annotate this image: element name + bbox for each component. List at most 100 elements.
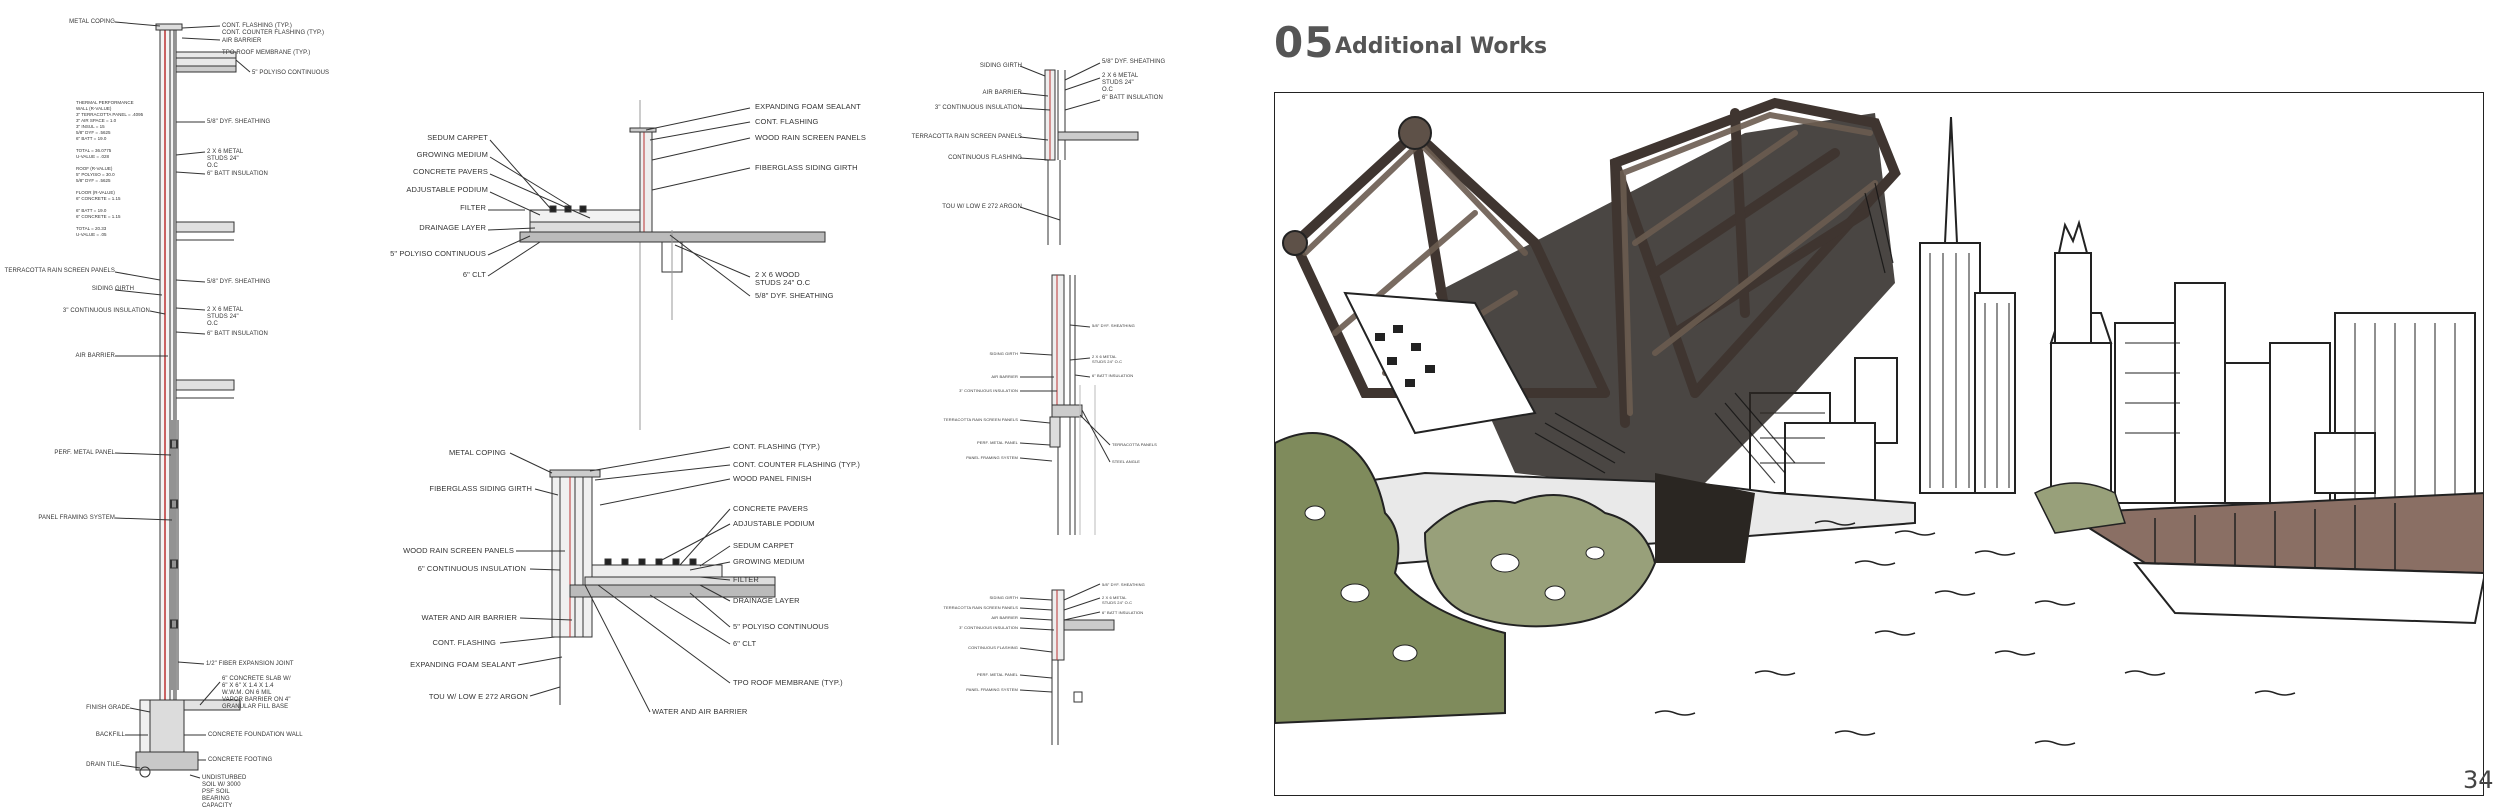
base-label-air-barrier: AIR BARRIER xyxy=(991,615,1018,620)
parapet-label-insulation: 6" CONTINUOUS INSULATION xyxy=(417,564,526,573)
parapet-label-polyiso: 5" POLYISO CONTINUOUS xyxy=(733,622,829,631)
window-head-linework xyxy=(1019,62,1139,245)
base-label-studs: 2 X 6 METAL STUDS 24" O.C xyxy=(1102,595,1133,605)
parapet-label-counter-flashing: CONT. COUNTER FLASHING (TYP.) xyxy=(733,460,860,469)
wall-label-batt-2: 6" BATT INSULATION xyxy=(207,331,268,337)
base-label-framing: PANEL FRAMING SYSTEM xyxy=(966,687,1018,692)
wall-label-concrete-slab: 6" CONCRETE SLAB W/ 6" X 6" X 1.4 X 1.4 … xyxy=(222,676,291,710)
wall-label-air-barrier-top: AIR BARRIER xyxy=(222,38,262,44)
parapet-label-wood-finish: WOOD PANEL FINISH xyxy=(733,474,812,483)
wall-label-perf-metal-panel: PERF. METAL PANEL xyxy=(54,450,115,456)
base-label-siding-girth: SIDING GIRTH xyxy=(989,595,1018,600)
sill-label-studs: 2 X 6 METAL STUDS 24" O.C xyxy=(1092,354,1123,364)
base-linework xyxy=(1019,583,1115,745)
window-head-detail: SIDING GIRTH AIR BARRIER 3" CONTINUOUS I… xyxy=(912,50,1220,250)
parapet-label-sedum: SEDUM CARPET xyxy=(733,541,794,550)
wall-label-finish-grade: FINISH GRADE xyxy=(86,705,130,711)
parapet-label-clt: 6" CLT xyxy=(733,639,757,648)
wall-label-air-barrier: AIR BARRIER xyxy=(75,353,115,359)
roof-label-filter: FILTER xyxy=(460,203,486,212)
parapet-label-water-barrier: WATER AND AIR BARRIER xyxy=(421,613,517,622)
wall-label-soil: UNDISTURBED SOIL W/ 3000 PSF SOIL BEARIN… xyxy=(202,775,247,809)
section-number: 05 xyxy=(1274,18,1335,67)
window-sill-detail: SIDING GIRTH AIR BARRIER 3" CONTINUOUS I… xyxy=(920,265,1220,555)
sill-label-steel-angle: STEEL ANGLE xyxy=(1112,459,1141,464)
base-label-terracotta: TERRACOTTA RAIN SCREEN PANELS xyxy=(943,605,1018,610)
base-label-perf-panel: PERF. METAL PANEL xyxy=(977,672,1018,677)
base-detail: SIDING GIRTH TERRACOTTA RAIN SCREEN PANE… xyxy=(940,560,1220,750)
head-label-sheathing: 5/8" DYF. SHEATHING xyxy=(1102,59,1166,65)
bridge-skyline-sketch xyxy=(1274,92,2484,796)
roof-label-fiberglass-girth: FIBERGLASS SIDING GIRTH xyxy=(755,163,858,172)
wall-label-backfill: BACKFILL xyxy=(95,732,125,738)
roof-edge-linework xyxy=(487,100,826,430)
parapet-label-filter: FILTER xyxy=(733,575,759,584)
wall-section-linework xyxy=(114,21,251,779)
roof-label-sedum: SEDUM CARPET xyxy=(427,133,488,142)
roof-label-wood-studs: 2 X 6 WOOD STUDS 24" O.C xyxy=(755,270,811,287)
parapet-label-wood-panels: WOOD RAIN SCREEN PANELS xyxy=(403,546,514,555)
base-label-insulation: 3" CONTINUOUS INSULATION xyxy=(959,625,1018,630)
roof-label-sheathing: 5/8" DYF. SHEATHING xyxy=(755,291,834,300)
head-label-siding-girth: SIDING GIRTH xyxy=(979,63,1022,69)
wall-label-continuous-insulation: 3" CONTINUOUS INSULATION xyxy=(62,308,150,314)
sill-label-siding-girth: SIDING GIRTH xyxy=(989,351,1018,356)
wall-label-studs-1: 2 X 6 METAL STUDS 24" O.C xyxy=(207,149,244,169)
roof-label-drainage: DRAINAGE LAYER xyxy=(419,223,486,232)
sill-label-framing: PANEL FRAMING SYSTEM xyxy=(966,455,1018,460)
wall-label-cont-flashing: CONT. FLASHING (TYP.) xyxy=(222,23,292,29)
head-label-studs: 2 X 6 METAL STUDS 24" O.C xyxy=(1102,73,1139,93)
roof-label-wood-panels: WOOD RAIN SCREEN PANELS xyxy=(755,133,866,142)
wall-label-tpo-membrane: TPO ROOF MEMBRANE (TYP.) xyxy=(222,50,311,56)
wall-label-drain-tile: DRAIN TILE xyxy=(86,762,120,768)
thermal-performance-notes: THERMAL PERFORMANCE WALL (R-VALUE) 3" TE… xyxy=(76,100,144,237)
parapet-label-coping: METAL COPING xyxy=(448,448,506,457)
wall-label-metal-coping: METAL COPING xyxy=(69,19,115,25)
wall-label-polyiso: 5" POLYISO CONTINUOUS xyxy=(252,70,330,76)
head-label-tou: TOU W/ LOW E 272 ARGON xyxy=(942,204,1022,210)
parapet-label-tou: TOU W/ LOW E 272 ARGON xyxy=(428,692,528,701)
wall-label-batt-1: 6" BATT INSULATION xyxy=(207,171,268,177)
parapet-label-podium: ADJUSTABLE PODIUM xyxy=(733,519,815,528)
parapet-label-growing-medium: GROWING MEDIUM xyxy=(733,557,805,566)
section-title: Additional Works xyxy=(1335,34,1548,59)
sill-label-batt: 6" BATT INSULATION xyxy=(1092,373,1134,378)
parapet-label-pavers: CONCRETE PAVERS xyxy=(733,504,808,513)
roof-label-polyiso: 5" POLYISO CONTINUOUS xyxy=(390,249,486,258)
wall-label-siding-girth: SIDING GIRTH xyxy=(91,286,134,292)
parapet-detail: METAL COPING FIBERGLASS SIDING GIRTH WOO… xyxy=(400,425,880,725)
sill-label-air-barrier: AIR BARRIER xyxy=(991,374,1018,379)
wall-label-studs-2: 2 X 6 METAL STUDS 24" O.C xyxy=(207,307,244,327)
parapet-linework xyxy=(499,446,776,713)
roof-edge-detail: SEDUM CARPET GROWING MEDIUM CONCRETE PAV… xyxy=(390,80,870,430)
wall-label-expansion-joint: 1/2" FIBER EXPANSION JOINT xyxy=(206,661,294,667)
head-label-insulation: 3" CONTINUOUS INSULATION xyxy=(934,105,1022,111)
sill-label-perf-panel: PERF. METAL PANEL xyxy=(977,440,1018,445)
base-label-batt: 6" BATT INSULATION xyxy=(1102,610,1144,615)
head-label-batt: 6" BATT INSULATION xyxy=(1102,95,1163,101)
parapet-label-foam-sealant: EXPANDING FOAM SEALANT xyxy=(410,660,516,669)
base-label-flashing: CONTINUOUS FLASHING xyxy=(968,645,1018,650)
wall-label-sheathing-1: 5/8" DYF. SHEATHING xyxy=(207,119,271,125)
sill-label-insulation: 3" CONTINUOUS INSULATION xyxy=(959,388,1018,393)
head-label-terracotta: TERRACOTTA RAIN SCREEN PANELS xyxy=(911,134,1022,140)
roof-label-concrete-pavers: CONCRETE PAVERS xyxy=(413,167,488,176)
sketch-artwork xyxy=(1275,97,2483,746)
window-sill-linework xyxy=(1019,274,1111,535)
roof-label-adjustable-podium: ADJUSTABLE PODIUM xyxy=(406,185,488,194)
wall-label-footing: CONCRETE FOOTING xyxy=(208,757,273,763)
wall-label-foundation-wall: CONCRETE FOUNDATION WALL xyxy=(208,732,303,738)
roof-label-clt: 6" CLT xyxy=(462,270,486,279)
page-number: 34 xyxy=(2463,766,2494,794)
sill-label-terracotta: TERRACOTTA RAIN SCREEN PANELS xyxy=(943,417,1018,422)
wall-label-terracotta-panels: TERRACOTTA RAIN SCREEN PANELS xyxy=(4,268,115,274)
parapet-label-cont-flashing-r: CONT. FLASHING (TYP.) xyxy=(733,442,820,451)
base-label-sheathing: 5/8" DYF. SHEATHING xyxy=(1102,582,1145,587)
wall-label-counter-flashing: CONT. COUNTER FLASHING (TYP.) xyxy=(222,30,325,36)
roof-label-foam-sealant: EXPANDING FOAM SEALANT xyxy=(755,102,861,111)
parapet-label-cont-flashing: CONT. FLASHING xyxy=(432,638,496,647)
sill-label-sheathing: 5/8" DYF. SHEATHING xyxy=(1092,323,1135,328)
head-label-flashing: CONTINUOUS FLASHING xyxy=(948,155,1022,161)
roof-label-growing-medium: GROWING MEDIUM xyxy=(416,150,488,159)
wall-label-sheathing-2: 5/8" DYF. SHEATHING xyxy=(207,279,271,285)
